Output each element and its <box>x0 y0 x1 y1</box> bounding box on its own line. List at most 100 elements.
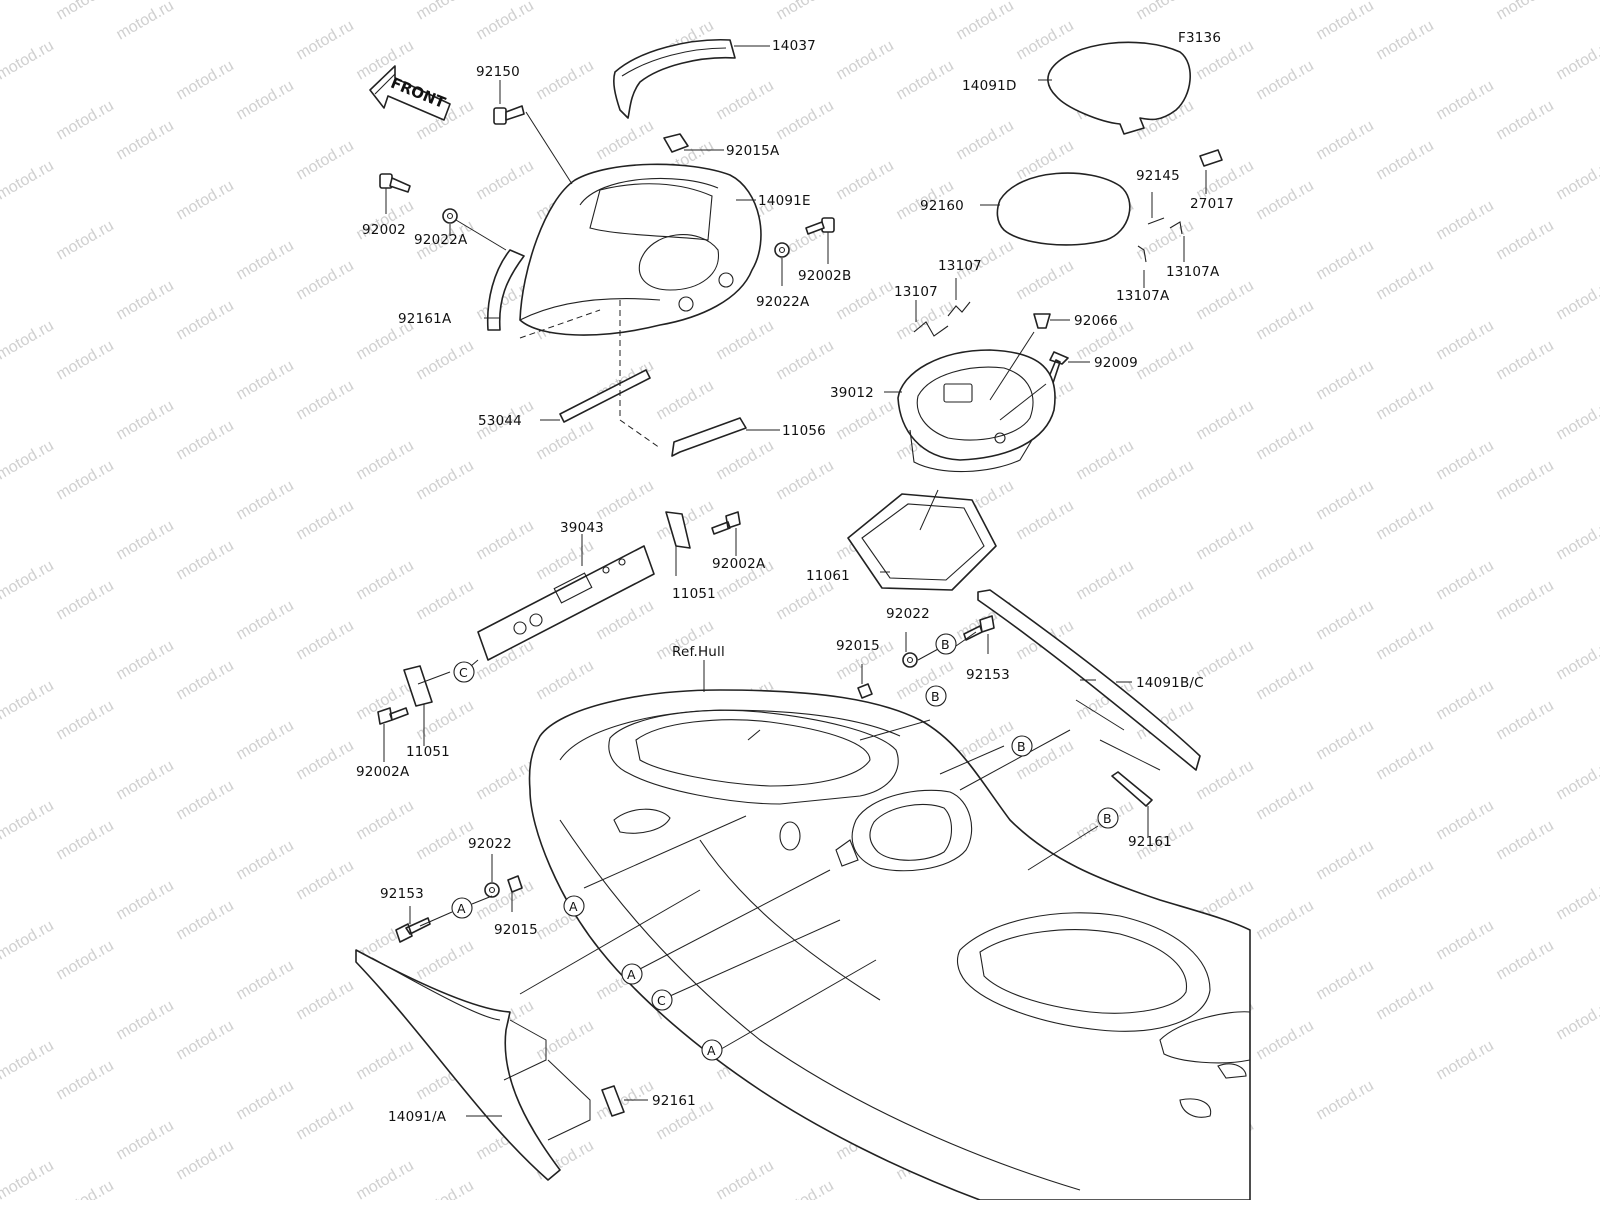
watermark-text: motod.ru <box>954 117 1017 163</box>
label-14037: 14037 <box>772 38 816 54</box>
watermark-text: motod.ru <box>1314 0 1377 43</box>
watermark-text: motod.ru <box>1134 0 1197 23</box>
watermark-text: motod.ru <box>1554 637 1600 683</box>
watermark-text: motod.ru <box>0 677 57 723</box>
watermark-text: motod.ru <box>1494 577 1557 623</box>
watermark-text: motod.ru <box>1554 157 1600 203</box>
watermark-text: motod.ru <box>234 477 297 523</box>
watermark-text: motod.ru <box>354 797 417 843</box>
watermark-text: motod.ru <box>1254 57 1317 103</box>
watermark-text: motod.ru <box>174 57 237 103</box>
watermark-text: motod.ru <box>54 97 117 143</box>
watermark-text: motod.ru <box>1074 437 1137 483</box>
watermark-text: motod.ru <box>294 257 357 303</box>
watermark-text: motod.ru <box>114 757 177 803</box>
bolt-92002 <box>380 174 410 192</box>
watermark-text: motod.ru <box>834 397 897 443</box>
label-11051-top: 11051 <box>672 586 716 602</box>
ref-marker-c-top: C <box>454 662 474 682</box>
label-92153-mid: 92153 <box>966 667 1010 683</box>
watermark-text: motod.ru <box>1494 97 1557 143</box>
watermark-text: motod.ru <box>1254 177 1317 223</box>
watermark-text: motod.ru <box>1254 537 1317 583</box>
watermark-text: motod.ru <box>1374 617 1437 663</box>
watermark-text: motod.ru <box>1314 597 1377 643</box>
watermark-text: motod.ru <box>594 117 657 163</box>
label-11051-bottom: 11051 <box>406 744 450 760</box>
watermark-text: motod.ru <box>174 897 237 943</box>
watermark-text: motod.ru <box>1014 257 1077 303</box>
watermark-text: motod.ru <box>174 1137 237 1183</box>
watermark-text: motod.ru <box>1134 337 1197 383</box>
watermark-text: motod.ru <box>54 457 117 503</box>
watermark-text: motod.ru <box>1314 117 1377 163</box>
label-14091A: 14091/A <box>388 1109 447 1125</box>
watermark-text: motod.ru <box>294 137 357 183</box>
watermark-text: motod.ru <box>414 577 477 623</box>
svg-text:A: A <box>627 967 636 982</box>
svg-text:A: A <box>457 901 466 916</box>
ref-marker-b-3: B <box>1098 808 1118 828</box>
washer-92022-mid <box>903 653 917 667</box>
watermark-text: motod.ru <box>1434 437 1497 483</box>
label-27017: 27017 <box>1190 196 1234 212</box>
watermark-text: motod.ru <box>1014 497 1077 543</box>
watermark-text: motod.ru <box>1434 677 1497 723</box>
watermark-text: motod.ru <box>1374 377 1437 423</box>
watermark-text: motod.ru <box>0 437 57 483</box>
watermark-text: motod.ru <box>54 817 117 863</box>
nut-92015-mid <box>858 684 872 698</box>
watermark-text: motod.ru <box>474 877 537 923</box>
watermark-text: motod.ru <box>0 917 57 963</box>
bolt-92150 <box>494 106 524 124</box>
watermark-text: motod.ru <box>114 277 177 323</box>
watermark-text: motod.ru <box>234 0 297 3</box>
watermark-text: motod.ru <box>534 1017 597 1063</box>
watermark-text: motod.ru <box>1194 397 1257 443</box>
watermark-text: motod.ru <box>1194 277 1257 323</box>
watermark-text: motod.ru <box>1434 1037 1497 1083</box>
watermark-text: motod.ru <box>1254 897 1317 943</box>
watermark-text: motod.ru <box>1554 877 1600 923</box>
svg-text:B: B <box>1103 811 1112 826</box>
watermark-text: motod.ru <box>1254 417 1317 463</box>
piece-27017 <box>1200 150 1222 166</box>
ref-marker-b-1: B <box>926 686 946 706</box>
watermark-text: motod.ru <box>54 937 117 983</box>
watermark-text: motod.ru <box>1494 697 1557 743</box>
gasket-11061 <box>848 494 996 590</box>
watermark-text: motod.ru <box>1254 777 1317 823</box>
watermark-text: motod.ru <box>1374 137 1437 183</box>
watermark-text: motod.ru <box>1494 337 1557 383</box>
watermark-text: motod.ru <box>354 1157 417 1200</box>
washer-92022A-left <box>443 209 457 223</box>
watermark-text: motod.ru <box>834 157 897 203</box>
strip-92161-right <box>1112 772 1152 806</box>
label-92145: 92145 <box>1136 168 1180 184</box>
watermark-text: motod.ru <box>174 657 237 703</box>
watermark-text: motod.ru <box>114 877 177 923</box>
watermark-text: motod.ru <box>894 57 957 103</box>
storage-bin-39012 <box>898 350 1055 472</box>
watermark-text: motod.ru <box>1434 797 1497 843</box>
svg-text:B: B <box>931 689 940 704</box>
watermark-text: motod.ru <box>174 177 237 223</box>
svg-text:C: C <box>459 665 468 680</box>
label-92015-low: 92015 <box>494 922 538 938</box>
watermark-text: motod.ru <box>54 0 117 23</box>
watermark-text: motod.ru <box>294 377 357 423</box>
label-13107-a: 13107 <box>894 284 938 300</box>
watermark-text: motod.ru <box>1554 757 1600 803</box>
watermark-text: motod.ru <box>1254 657 1317 703</box>
hull-reference <box>529 690 1250 1200</box>
watermark-text: motod.ru <box>114 637 177 683</box>
watermark-text: motod.ru <box>714 77 777 123</box>
label-39043: 39043 <box>560 520 604 536</box>
watermark-text: motod.ru <box>54 577 117 623</box>
watermark-text: motod.ru <box>294 857 357 903</box>
svg-text:C: C <box>657 993 666 1008</box>
watermark-text: motod.ru <box>234 957 297 1003</box>
watermark-text: motod.ru <box>654 377 717 423</box>
label-53044: 53044 <box>478 413 522 429</box>
